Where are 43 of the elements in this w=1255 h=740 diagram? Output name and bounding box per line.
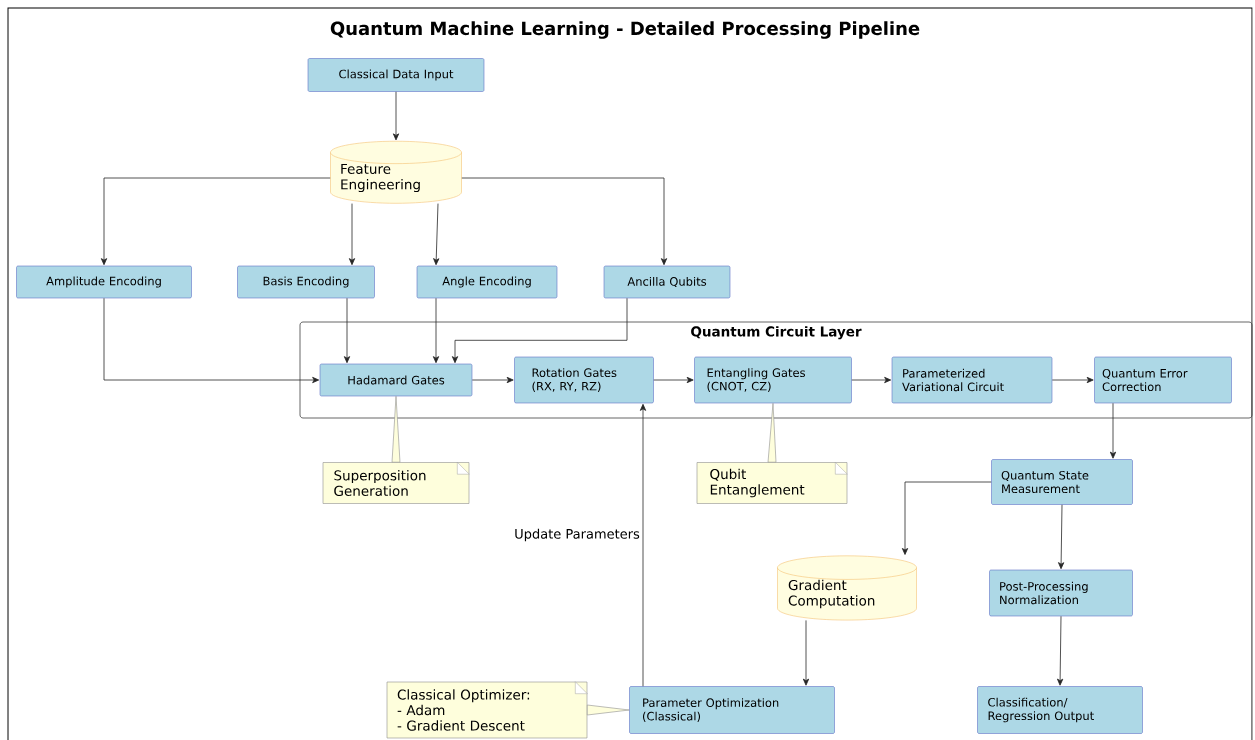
arrow [451,297,628,364]
edge-label: Update Parameters [513,527,641,543]
diagram-title: Quantum Machine Learning - Detailed Processing Pipeline [330,21,920,39]
process-box: Parameterized Variational Circuit [891,356,1053,404]
process-box: Parameter Optimization (Classical) [629,686,835,734]
process-box: Entangling Gates (CNOT, CZ) [694,356,852,404]
arrow [1057,615,1064,686]
arrow [432,297,440,364]
callout-pointer [767,403,777,463]
arrow [802,620,810,686]
process-box: Amplitude Encoding [16,265,192,299]
process-box: Angle Encoding [416,265,558,299]
arrow [851,376,892,384]
process-box: Basis Encoding [237,265,375,299]
arrow [343,297,351,364]
callout-pointer [391,396,401,463]
process-box: Classical Data Input [307,58,485,92]
arrow [1051,376,1094,384]
note-callout: Classical Optimizer: - Adam - Gradient Descent [386,681,588,739]
data-cylinder: Gradient Computation [777,555,917,621]
arrow [392,91,400,141]
arrow [103,297,320,384]
callout-pointer [587,704,630,716]
data-cylinder: Feature Engineering [330,140,462,204]
arrow [639,403,647,687]
arrow [653,376,694,384]
process-box: Quantum Error Correction [1094,356,1232,404]
process-box: Ancilla Qubits [603,265,731,299]
process-box: Post-Processing Normalization [989,569,1133,617]
arrow [471,376,514,384]
arrow [433,203,440,266]
arrow [1109,402,1117,459]
process-box: Rotation Gates (RX, RY, RZ) [514,356,654,404]
arrow [1058,504,1065,570]
process-box: Classification/ Regression Output [977,686,1143,734]
arrow [348,203,356,266]
arrow [461,177,668,266]
process-box: Quantum State Measurement [991,459,1133,505]
note-callout: Superposition Generation [322,462,470,504]
note-callout: Qubit Entanglement [696,462,848,504]
arrow [100,177,331,266]
arrow [901,481,992,555]
process-box: Hadamard Gates [319,363,473,397]
